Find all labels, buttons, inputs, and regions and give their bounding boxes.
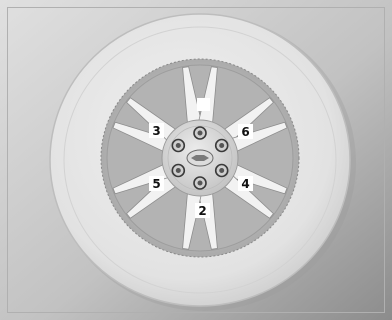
lug-nut (172, 140, 184, 152)
lug-nut (194, 177, 206, 189)
lug-label-4-text: 4 (241, 177, 249, 191)
lug-label-1 (197, 98, 210, 111)
lug-label-6: 6 (238, 124, 253, 139)
lug-nut (216, 140, 228, 152)
center-logo-icon (187, 150, 213, 166)
lug-label-4: 4 (238, 176, 253, 191)
lug-nut (216, 165, 228, 177)
lug-label-2-text: 2 (198, 204, 206, 218)
lug-label-3-text: 3 (152, 124, 160, 138)
lug-label-3: 3 (149, 123, 164, 138)
lug-label-5: 5 (149, 176, 164, 191)
lug-label-6-text: 6 (241, 125, 249, 139)
lug-nut (172, 165, 184, 177)
lug-nut (194, 127, 206, 139)
lug-label-5-text: 5 (152, 177, 160, 191)
lug-label-2: 2 (195, 203, 210, 218)
